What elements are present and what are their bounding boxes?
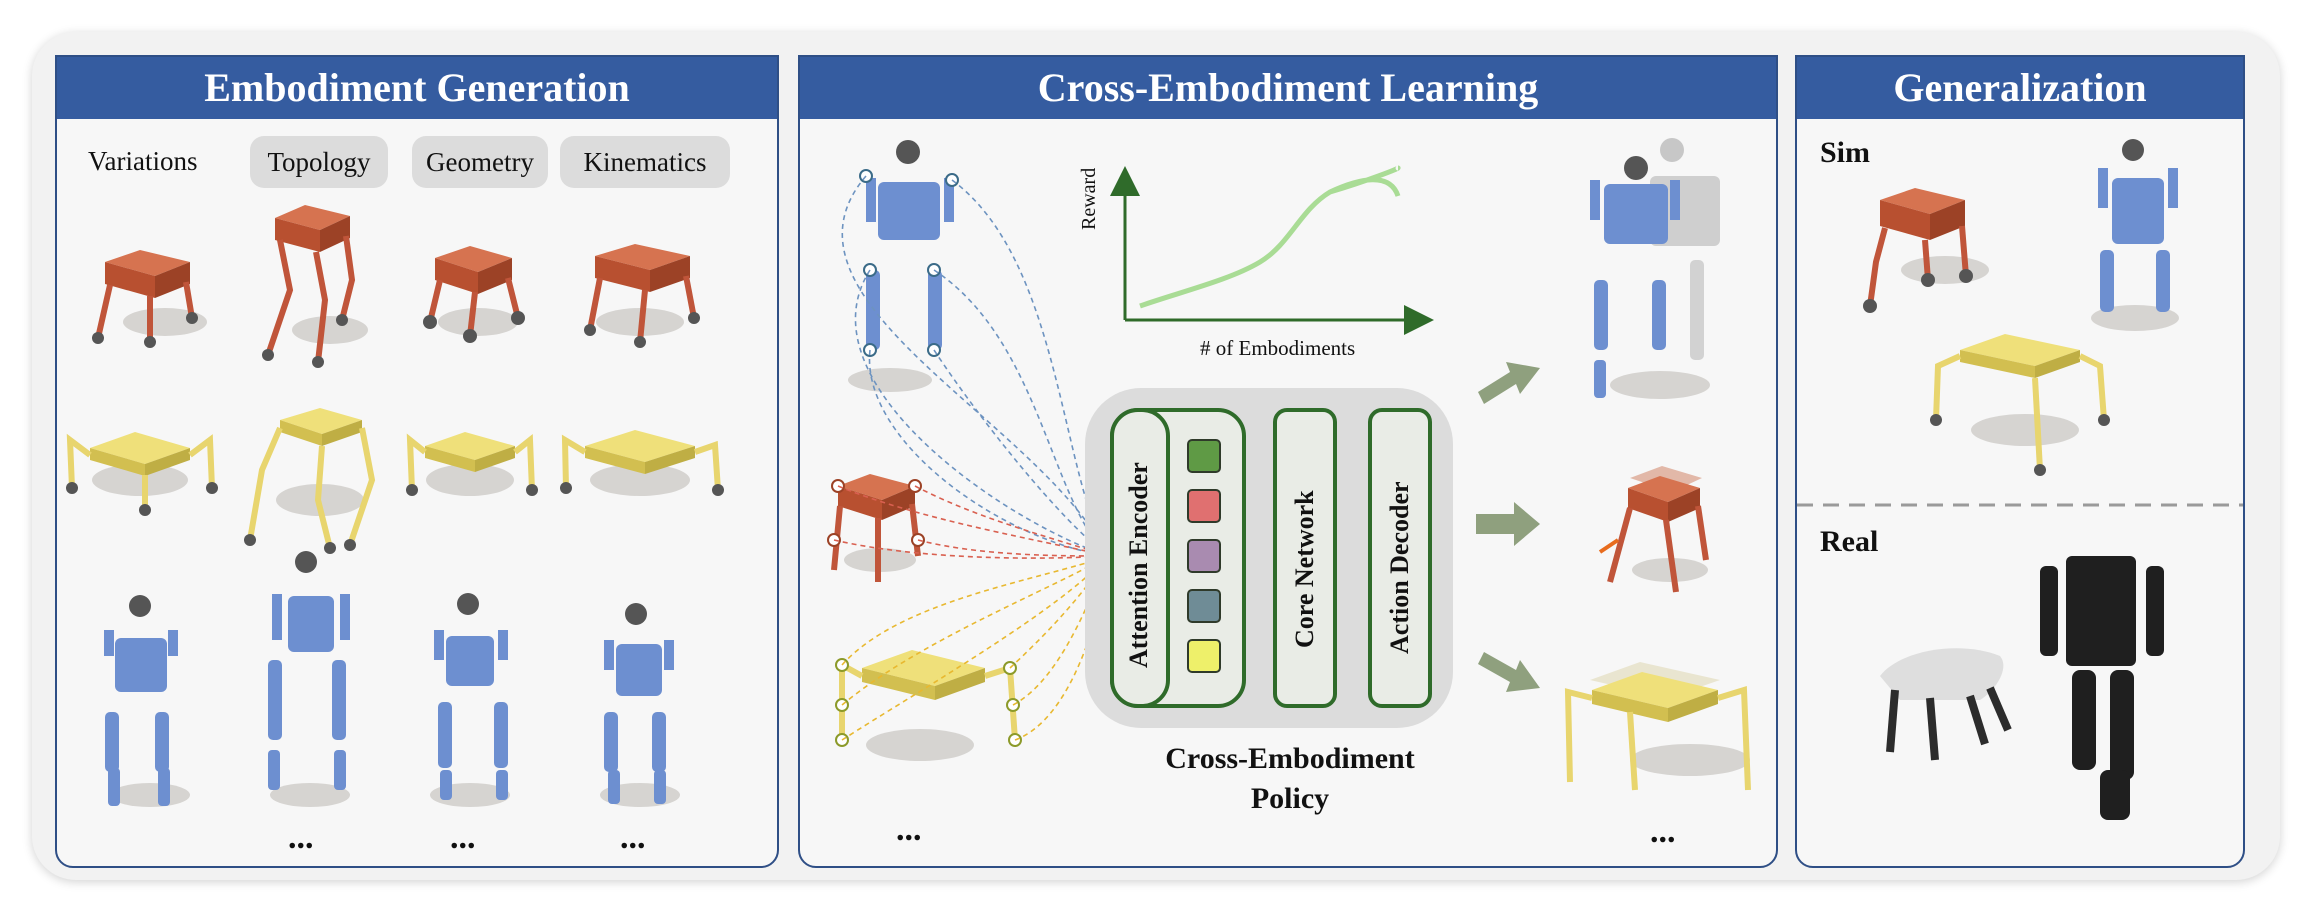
- output-arrows: [1476, 362, 1540, 692]
- yellow-robot-variant-3: [406, 432, 538, 496]
- token-5: [1187, 639, 1221, 673]
- token-3: [1187, 539, 1221, 573]
- output-yellow-robot: [1564, 662, 1751, 791]
- arrow-to-yellow-robot: [1478, 652, 1540, 692]
- learning-humanoid: [848, 140, 959, 392]
- core-network-box: [1273, 408, 1337, 708]
- geometry-chip: Geometry: [412, 136, 548, 188]
- real-label: Real: [1820, 525, 1879, 558]
- attention-encoder-inner: [1110, 408, 1170, 708]
- output-humanoid: [1590, 138, 1720, 399]
- ellipsis-learning-right: ...: [1650, 813, 1676, 850]
- cross-embodiment-learning-title: Cross-Embodiment Learning: [800, 57, 1776, 119]
- reward-ylabel: Reward: [1078, 167, 1100, 230]
- quadruped-variant-2: [262, 205, 368, 368]
- token-2: [1187, 489, 1221, 523]
- learning-yellow-robot: [835, 650, 1022, 761]
- policy-caption-line1: Cross-Embodiment: [1165, 742, 1415, 775]
- kinematics-chip: Kinematics: [560, 136, 730, 188]
- token-4: [1187, 589, 1221, 623]
- attention-encoder-label: Attention Encoder: [1124, 462, 1153, 668]
- policy-caption-line2: Policy: [1250, 782, 1330, 815]
- humanoid-variant-4: [600, 603, 680, 807]
- quadruped-variant-1: [92, 250, 207, 348]
- sim-yellow-robot: [1930, 334, 2110, 476]
- ellipsis-generation-2: ...: [450, 819, 476, 856]
- joint-connection-lines: [833, 175, 1109, 741]
- generalization-panel: Generalization: [1795, 55, 2245, 868]
- real-humanoid: [2040, 556, 2164, 820]
- yellow-robot-variant-4: [560, 430, 724, 496]
- sim-quadruped: [1863, 188, 1989, 313]
- yellow-robot-variant-2: [244, 408, 376, 554]
- quadruped-variant-4: [584, 244, 700, 348]
- quadruped-variant-3: [423, 246, 525, 343]
- humanoid-variant-1: [104, 595, 190, 807]
- topology-chip: Topology: [250, 136, 388, 188]
- core-network-label: Core Network: [1290, 490, 1319, 648]
- humanoid-variant-3: [430, 593, 510, 807]
- variations-label: Variations: [88, 146, 198, 176]
- learning-quadruped: [827, 474, 925, 582]
- yellow-robot-variant-1: [66, 432, 218, 516]
- real-quadruped: [1880, 648, 2012, 761]
- reward-chart: [1110, 165, 1434, 335]
- ellipsis-generation-1: ...: [288, 819, 314, 856]
- reward-curve: [1139, 165, 1401, 309]
- action-decoder-label: Action Decoder: [1385, 481, 1414, 654]
- arrow-to-quadruped: [1476, 502, 1540, 546]
- embodiment-generation-title: Embodiment Generation: [57, 57, 777, 119]
- action-decoder-box: [1368, 408, 1432, 708]
- sim-label: Sim: [1820, 136, 1871, 169]
- ellipsis-generation-3: ...: [620, 819, 646, 856]
- ellipsis-learning-left: ...: [896, 811, 922, 848]
- token-1: [1187, 439, 1221, 473]
- humanoid-variant-2: [268, 551, 350, 807]
- arrow-to-humanoid: [1478, 362, 1540, 404]
- reward-xlabel: # of Embodiments: [1200, 336, 1356, 360]
- output-quadruped: [1598, 466, 1709, 593]
- policy-block: [1085, 388, 1453, 728]
- generalization-title: Generalization: [1797, 57, 2243, 119]
- sim-humanoid: [2091, 139, 2179, 331]
